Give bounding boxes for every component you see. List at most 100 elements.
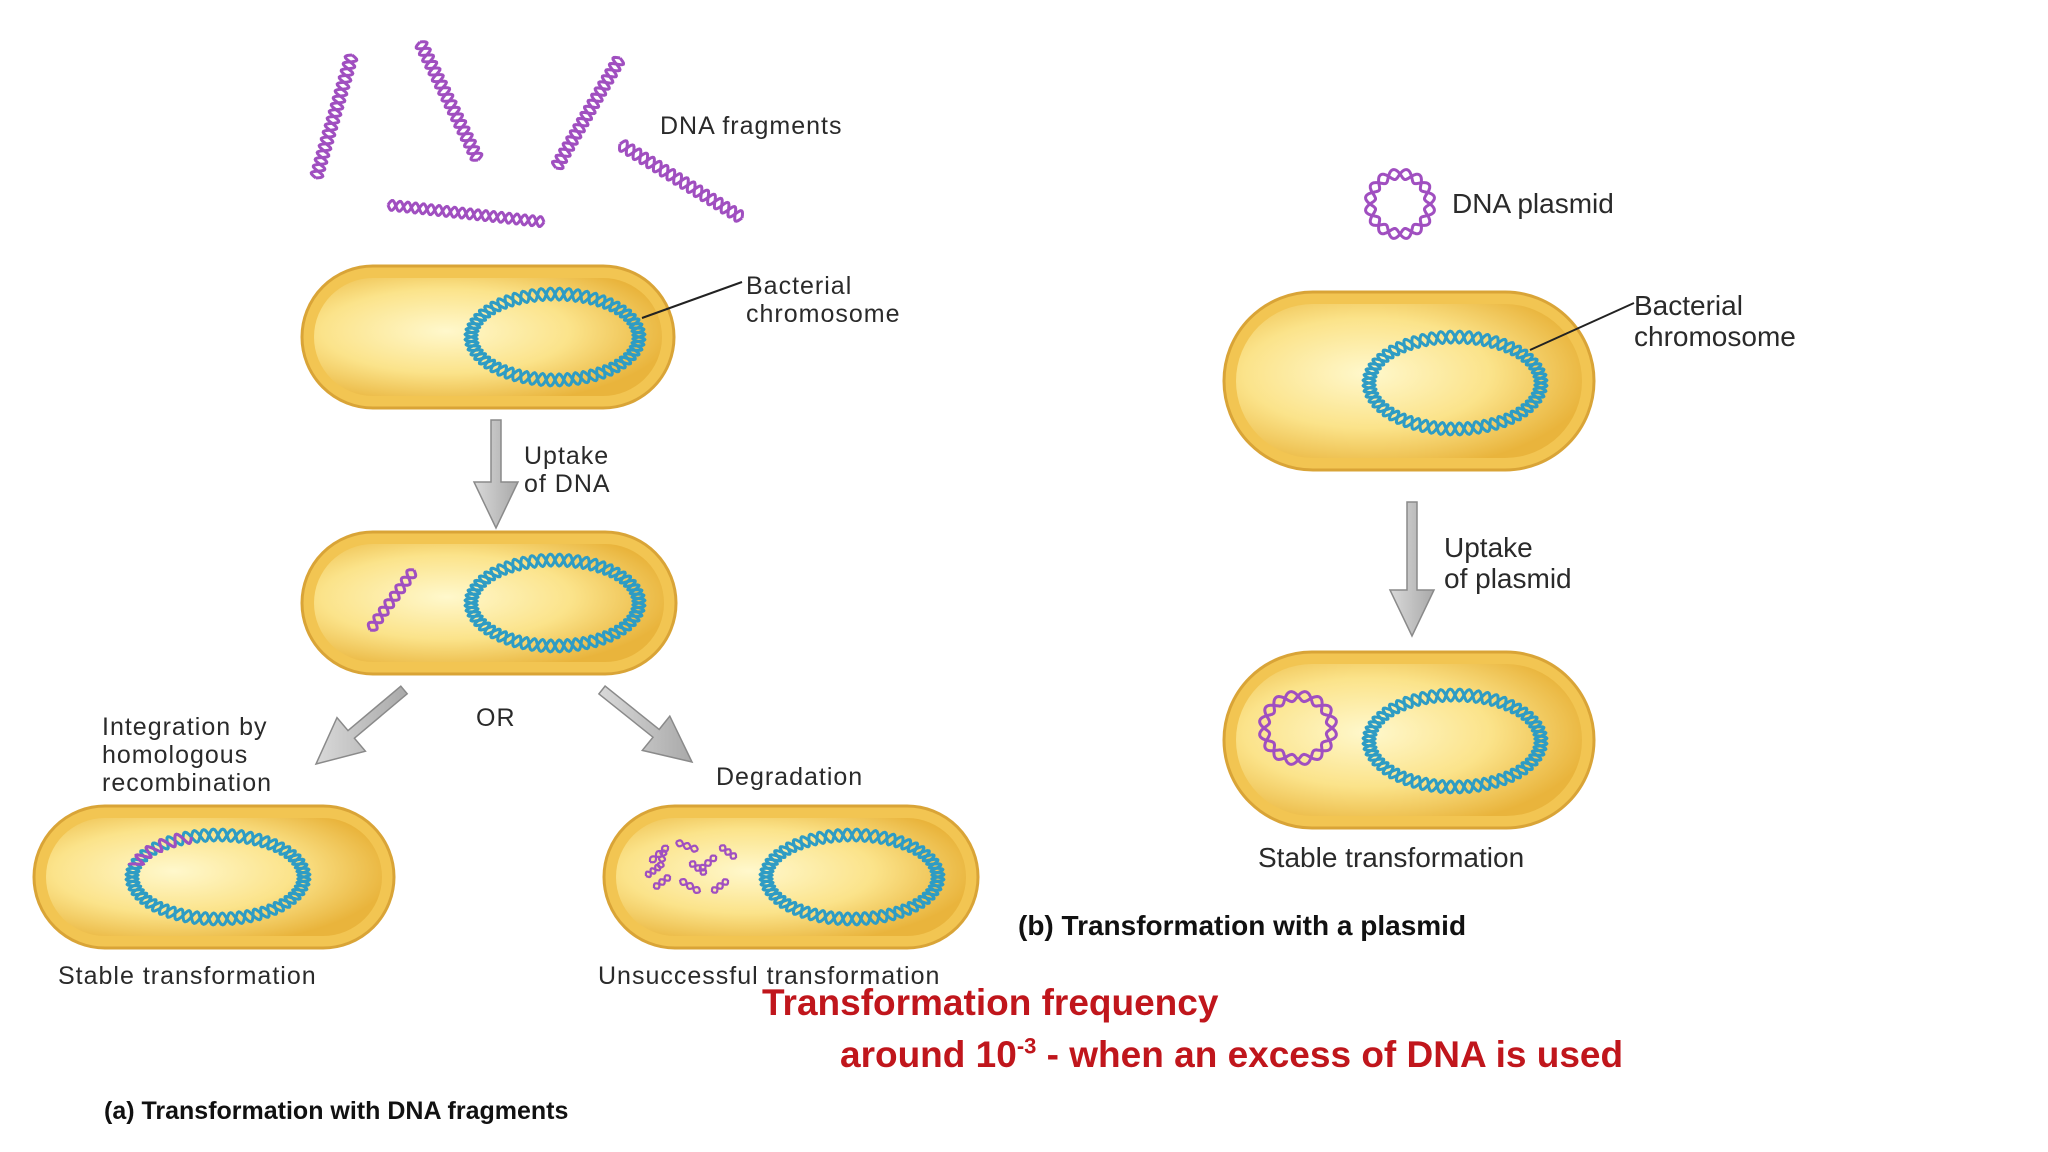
helix-strand: [463, 552, 647, 654]
label-line: of plasmid: [1444, 563, 1572, 595]
helix-strand: [711, 880, 730, 894]
helix-strand: [1364, 168, 1436, 240]
helix-strand: [644, 863, 661, 876]
bacterial-cell: [32, 804, 396, 950]
helix-strand: [550, 57, 626, 169]
helix-strand: [1258, 690, 1338, 766]
degradation-arrow: [597, 685, 694, 764]
cell-cytoplasm: [1236, 304, 1582, 458]
note-prefix: around 10: [840, 1034, 1017, 1075]
helix-strand: [678, 879, 701, 894]
bacterial-chromosome: [1361, 687, 1549, 795]
dna-fragment: [309, 53, 359, 180]
internalized-plasmid: [1258, 690, 1338, 766]
cell-cytoplasm: [46, 818, 382, 936]
helix-strand: [657, 849, 668, 869]
leader-line: [1529, 302, 1635, 351]
helix-strand: [127, 832, 193, 866]
cell-cytoplasm: [314, 544, 664, 662]
uptake-plasmid-arrow: [1388, 501, 1436, 638]
helix-strand: [649, 846, 670, 864]
label-line: chromosome: [746, 300, 901, 328]
helix-strand: [309, 53, 359, 180]
internalized-fragment: [366, 568, 418, 632]
uptake-dna-label: Uptake of DNA: [524, 442, 611, 498]
uptake-plasmid-label: Uptake of plasmid: [1444, 532, 1572, 595]
helix-strand: [463, 286, 647, 388]
unsuccessful-transformation-label: Unsuccessful transformation: [598, 962, 941, 990]
degraded-fragment: [678, 878, 702, 894]
helix-strand: [710, 878, 729, 892]
helix-strand: [653, 876, 672, 890]
integrated-segment: [127, 832, 193, 866]
helix-strand: [1364, 168, 1436, 240]
helix-strand: [689, 860, 708, 874]
stable-transformation-label-a: Stable transformation: [58, 962, 317, 990]
helix-strand: [645, 866, 662, 879]
integration-arrow: [314, 685, 409, 766]
helix-strand: [417, 40, 481, 162]
degradation-label: Degradation: [716, 763, 864, 791]
uptake-arrow: [472, 419, 520, 530]
dna-fragments-label: DNA fragments: [660, 112, 843, 140]
bacterial-cell: [300, 530, 678, 676]
helix-strand: [688, 862, 707, 876]
degraded-fragment: [688, 860, 708, 876]
degraded-fragment: [644, 863, 662, 879]
bacterial-chromosome-label-a: Bacterial chromosome: [746, 272, 901, 328]
label-line: chromosome: [1634, 321, 1796, 353]
helix-strand: [619, 139, 743, 223]
degraded-fragment: [675, 839, 699, 853]
label-line: recombination: [102, 769, 273, 797]
dna-plasmid: [1364, 168, 1436, 240]
dna-fragment: [617, 139, 745, 223]
dna-plasmid-label: DNA plasmid: [1452, 188, 1614, 219]
helix-strand: [675, 839, 699, 851]
label-line: homologous: [102, 741, 249, 769]
helix-strand: [679, 878, 702, 893]
stable-transformation-label-b: Stable transformation: [1258, 842, 1525, 873]
label-line: Uptake: [524, 442, 610, 470]
helix-strand: [652, 874, 671, 888]
bacterial-chromosome: [463, 552, 647, 654]
bacterial-chromosome: [758, 827, 946, 927]
cell-cytoplasm: [314, 278, 662, 396]
integration-label: Integration by homologous recombination: [102, 713, 272, 797]
helix-strand: [1361, 329, 1549, 437]
bacterial-cell: [300, 264, 676, 410]
label-line: Bacterial: [1634, 290, 1743, 321]
bacterial-cell: [602, 804, 980, 950]
helix-strand: [719, 844, 738, 858]
helix-strand: [124, 827, 312, 927]
bacterial-chromosome: [463, 286, 647, 388]
dna-fragment: [414, 40, 484, 162]
note-line-2: around 10-3 - when an excess of DNA is u…: [840, 1034, 1623, 1075]
caption-b: (b) Transformation with a plasmid: [1018, 910, 1467, 941]
label-line: Uptake: [1444, 532, 1533, 563]
note-exponent: -3: [1016, 1033, 1037, 1059]
dna-fragment: [550, 55, 626, 171]
label-line: Integration by: [102, 713, 268, 741]
helix-strand: [1361, 687, 1549, 795]
degraded-fragment: [710, 878, 730, 894]
note-line-1: Transformation frequency: [762, 982, 1219, 1023]
helix-strand: [366, 569, 418, 631]
helix-strand: [675, 841, 699, 853]
dna-fragment: [386, 198, 546, 229]
cell-cytoplasm: [1236, 664, 1582, 816]
cell-cytoplasm: [616, 818, 966, 936]
caption-a: (a) Transformation with DNA fragments: [104, 1097, 569, 1125]
helix-strand: [758, 827, 946, 927]
bacterial-chromosome-label-b: Bacterial chromosome: [1634, 290, 1796, 353]
bacterial-chromosome: [124, 827, 312, 927]
helix-strand: [718, 846, 737, 860]
note-suffix: - when an excess of DNA is used: [1036, 1034, 1624, 1075]
label-line: Bacterial: [746, 272, 853, 300]
bacterial-chromosome: [1361, 329, 1549, 437]
helix-strand: [386, 198, 546, 229]
leader-line: [641, 281, 743, 319]
label-line: of DNA: [524, 470, 611, 498]
or-label: OR: [476, 704, 516, 732]
degraded-fragment: [718, 844, 738, 860]
